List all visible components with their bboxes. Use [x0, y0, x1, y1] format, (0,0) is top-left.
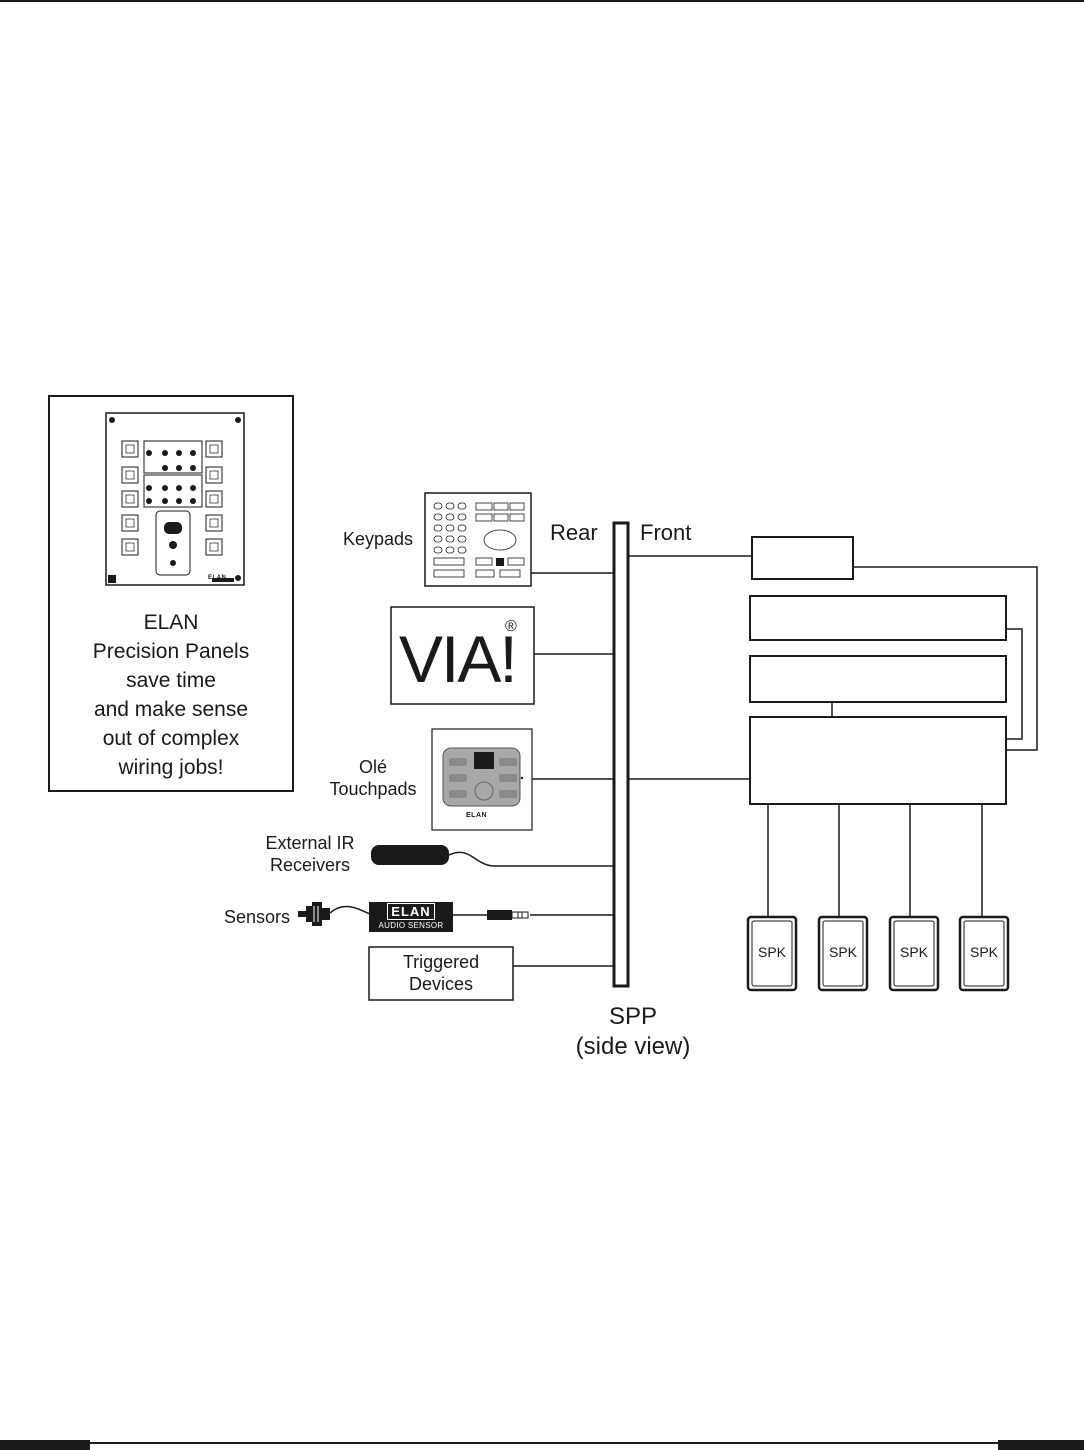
ole-touchpads-label-line1: Olé [358, 757, 387, 777]
triggered-devices-box [368, 946, 514, 1001]
via-device [390, 606, 535, 705]
external-ir-label-line2: Receivers [269, 855, 351, 875]
speaker-4 [958, 915, 1010, 992]
audio-sensor-text: ELAN AUDIO SENSOR [372, 903, 450, 931]
registered-mark: ® [505, 618, 517, 635]
audio-sensor-brand: ELAN [387, 903, 435, 920]
speaker-label: SPK [757, 944, 786, 960]
ole-touchpads-label: Olé Touchpads [318, 756, 428, 800]
keypad-device [424, 492, 532, 587]
via-logo: VIA! ® [391, 618, 534, 698]
bottom-rule [0, 1442, 1084, 1444]
speaker-label: SPK [899, 944, 928, 960]
top-rule [0, 0, 1084, 2]
rear-label: Rear [550, 520, 598, 545]
promo-text: ELAN Precision Panels save time and make… [50, 608, 292, 782]
keypads-label: Keypads [342, 529, 413, 549]
spp-label-line1: SPP [608, 1003, 658, 1030]
footer-left-block [0, 1440, 90, 1450]
front-device-box-4 [749, 716, 1007, 805]
spp-label: SPP (side view) [548, 1002, 718, 1062]
sensor-plug-icon [298, 902, 330, 926]
triggered-devices-label: Triggered Devices [369, 951, 513, 995]
external-ir-label-line1: External IR [265, 833, 355, 853]
speaker-1 [746, 915, 798, 992]
promo-box: ELAN Precision Panels save time and make… [48, 395, 294, 792]
audio-sensor-device [369, 902, 453, 932]
promo-line: ELAN [143, 611, 199, 634]
sensors-label: Sensors [223, 907, 290, 927]
footer-right-block [998, 1440, 1084, 1450]
speaker-label: SPK [828, 944, 857, 960]
front-device-box-1 [751, 536, 854, 580]
ole-touchpad-device [431, 728, 533, 831]
precision-panel-illustration [105, 412, 245, 586]
speaker-label: SPK [969, 944, 998, 960]
audio-sensor-label: AUDIO SENSOR [378, 921, 444, 930]
triggered-devices-label-line1: Triggered [402, 952, 480, 972]
promo-line: and make sense [93, 698, 249, 721]
speaker-3 [888, 915, 940, 992]
external-ir-label: External IR Receivers [252, 832, 368, 876]
promo-line: wiring jobs! [118, 756, 224, 779]
front-device-box-3 [749, 655, 1007, 703]
front-label: Front [640, 520, 692, 545]
spp-label-line2: (side view) [575, 1033, 691, 1060]
ole-touchpads-label-line2: Touchpads [329, 779, 417, 799]
ir-receiver-device [371, 845, 449, 865]
spp-bar [612, 521, 630, 988]
front-device-box-2 [749, 595, 1007, 641]
panel-footer-brand: ELAN [208, 575, 227, 581]
triggered-devices-label-line2: Devices [408, 974, 474, 994]
speaker-2 [817, 915, 869, 992]
audio-jack-icon [487, 910, 529, 920]
promo-line: Precision Panels [92, 640, 250, 663]
promo-line: out of complex [102, 727, 240, 750]
ole-brand: ELAN [466, 812, 488, 819]
via-logo-text: VIA! [399, 622, 518, 696]
promo-line: save time [126, 669, 216, 692]
